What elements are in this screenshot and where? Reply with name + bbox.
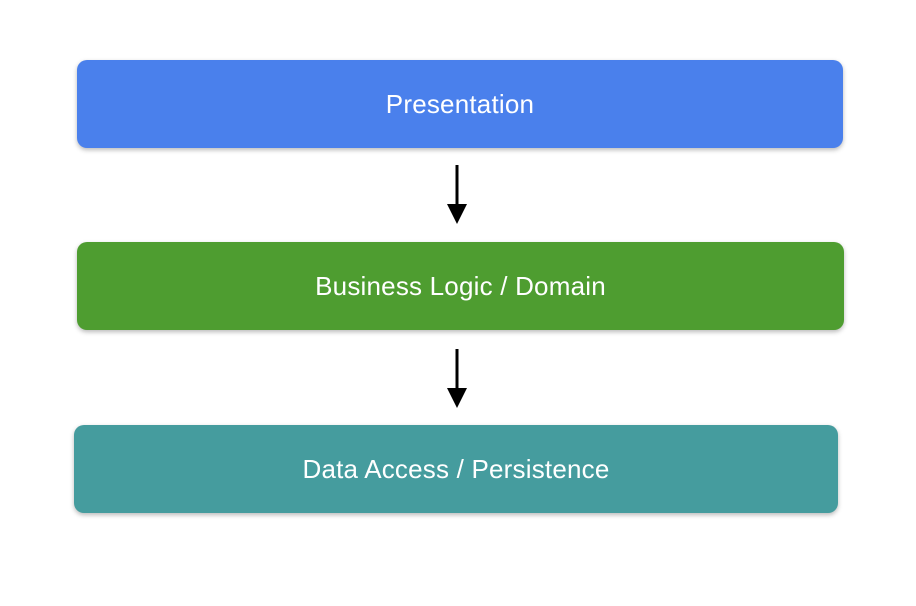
layer-box-business-logic: Business Logic / Domain: [77, 242, 844, 330]
layer-label-data-access: Data Access / Persistence: [302, 453, 610, 484]
layer-box-data-access: Data Access / Persistence: [74, 425, 838, 513]
layer-box-presentation: Presentation: [77, 60, 843, 148]
layer-label-presentation: Presentation: [385, 88, 535, 119]
layer-label-business-logic: Business Logic / Domain: [315, 270, 606, 301]
down-arrow-business-to-data-access: [447, 349, 467, 408]
down-arrow-presentation-to-business: [447, 165, 467, 224]
